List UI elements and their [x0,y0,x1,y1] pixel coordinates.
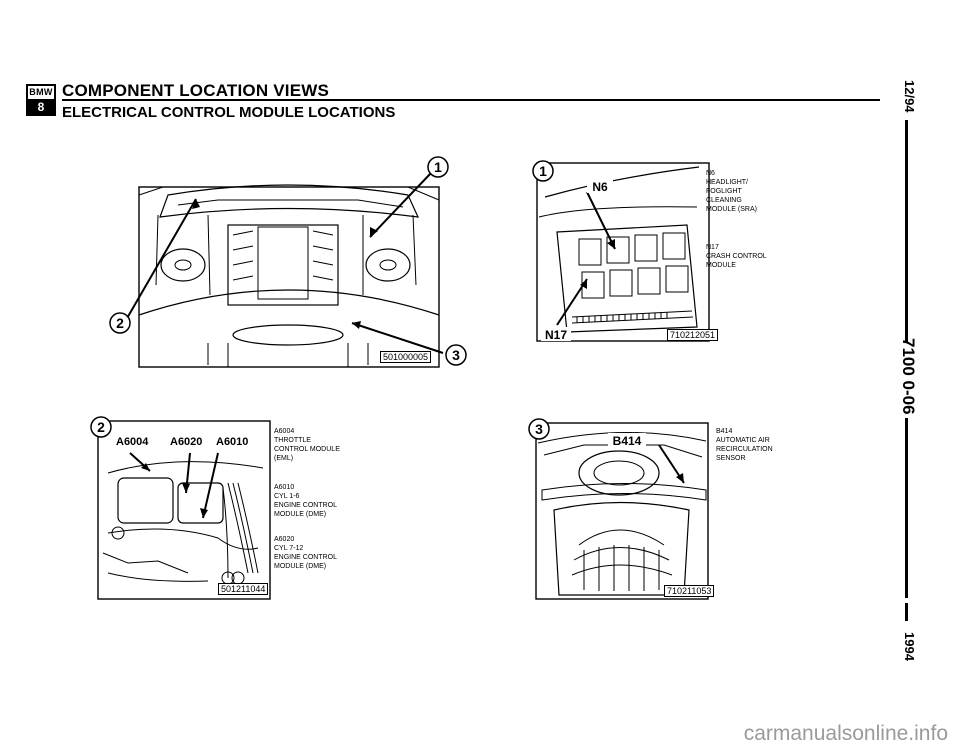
air-sensor-drawing: 3 B414 [528,418,709,600]
label-a6020: A6020 [170,436,202,448]
callout-a6020: A6020 CYL 7-12 ENGINE CONTROL MODULE (DM… [274,536,338,570]
figure-id: 501211044 [218,583,269,595]
marker-1: 1 [434,159,442,175]
callout-n6: N6 HEADLIGHT/ FOGLIGHT CLEANING MODULE (… [706,170,757,213]
label-a6010: A6010 [216,436,248,448]
marker-3: 3 [535,421,543,437]
bmw-logo: BMW 8 [26,84,56,116]
label-b414: B414 [613,434,642,448]
margin-line-bottom [905,603,908,621]
margin-line-top [905,120,908,342]
callout-n17: N17 CRASH CONTROL MODULE [706,244,767,269]
label-n6: N6 [592,180,608,194]
marker-3: 3 [452,347,460,363]
marker-1: 1 [539,163,547,179]
watermark: carmanualsonline.info [743,722,948,745]
engine-bay-drawing: 1 2 3 [109,156,467,368]
figure-engine-bay: 1 2 3 501000005 [108,155,488,377]
callout-a6004: A6004 THROTTLE CONTROL MODULE (EML) [274,428,340,462]
margin-year: 1994 [902,632,917,661]
label-a6004: A6004 [116,436,149,448]
logo-text-top: BMW [28,86,54,101]
callout-a6010: A6010 CYL 1-6 ENGINE CONTROL MODULE (DME… [274,484,338,518]
figure-id: 710212051 [667,329,719,341]
figure-engine-modules: 2 A6004 A6020 A6010 501211044 A6004 THRO… [88,413,408,605]
relay-box-drawing: 1 N6 N17 [532,160,710,342]
page-subtitle: ELECTRICAL CONTROL MODULE LOCATIONS [62,104,396,121]
margin-page-number: 7100 0-06 [899,338,918,415]
callout-b414: B414 AUTOMATIC AIR RECIRCULATION SENSOR [716,428,773,462]
page-title: COMPONENT LOCATION VIEWS [62,81,330,100]
label-n17: N17 [545,328,567,342]
figure-id: 501000005 [380,351,432,363]
header-rule [62,99,880,101]
margin-date: 12/94 [902,80,917,113]
figure-relay-box: 1 N6 N17 710212051 N6 HEADLIGHT/ FOGLIGH… [527,157,887,347]
margin-line-mid [905,418,908,598]
figure-air-sensor: 3 B414 710211053 B414 AUTOMATIC AIR RECI… [524,415,864,605]
marker-2: 2 [97,419,105,435]
logo-text-bottom: 8 [28,101,54,114]
figure-id: 710211053 [664,585,715,597]
engine-modules-drawing: 2 A6004 A6020 A6010 [90,416,271,600]
marker-2: 2 [116,315,124,331]
